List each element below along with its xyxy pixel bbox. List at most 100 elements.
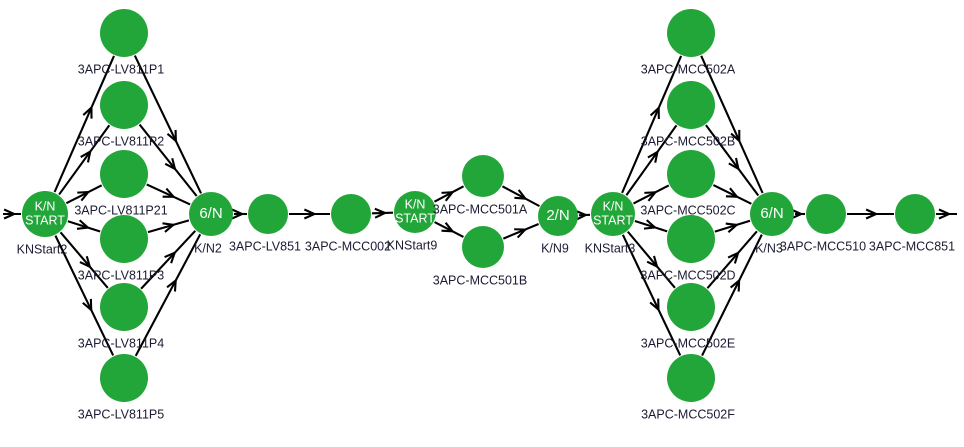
node-lv811p2[interactable]: 3APC-LV811P2 (78, 81, 164, 148)
arrow-head-icon (441, 190, 455, 202)
arrow-head-icon (77, 190, 91, 202)
arrow-head-icon (575, 209, 589, 221)
edge-mcc502c-to-kn3 (712, 184, 752, 205)
node-layer: K/NSTARTKNStart23APC-LV811P13APC-LV811P2… (17, 9, 955, 421)
arrow-head-icon (644, 191, 658, 202)
node-circle-lv811p1[interactable] (100, 9, 148, 57)
node-circle-mcc510[interactable] (806, 194, 846, 234)
edge-knstart2-to-lv811p21 (65, 184, 103, 205)
arrow-head-icon (162, 222, 176, 233)
node-circle-knstart3[interactable] (591, 192, 635, 236)
node-lv851[interactable]: 3APC-LV851 (229, 194, 301, 253)
arrow-head-icon (514, 189, 528, 200)
node-circle-kn2[interactable] (189, 192, 233, 236)
node-circle-lv811p21[interactable] (100, 150, 148, 198)
node-lv811p1[interactable]: 3APC-LV811P1 (78, 9, 164, 76)
node-mcc851[interactable]: 3APC-MCC851 (869, 194, 955, 253)
node-caption-lv811p2: 3APC-LV811P2 (78, 134, 164, 148)
node-caption-lv811p1: 3APC-LV811P1 (78, 62, 164, 76)
edge-mcc502e-to-kn3 (706, 230, 758, 289)
edge-knstart2-to-lv811p2 (58, 124, 111, 196)
edge-lv811p21-to-kn2 (146, 183, 191, 206)
edge-knstart9-to-mcc501a (433, 185, 465, 203)
node-inner-label-knstart9: K/N (405, 197, 426, 211)
node-circle-kn3[interactable] (750, 192, 794, 236)
node-circle-mcc502e[interactable] (667, 283, 715, 331)
arrow-head-icon (865, 208, 879, 220)
node-caption-lv811p4: 3APC-LV811P4 (78, 336, 164, 350)
node-caption-knstart3: KNStart3 (585, 241, 636, 255)
node-kn9[interactable]: 2/NK/N9 (538, 196, 578, 255)
edge-knstart2-to-lv811p4 (59, 231, 109, 289)
edge-kn2-to-lv851 (231, 208, 247, 220)
node-mcc501b[interactable]: 3APC-MCC501B (433, 226, 527, 287)
edge-knstart2-to-lv811p5 (54, 235, 115, 356)
node-mcc502c[interactable]: 3APC-MCC502C (640, 150, 736, 217)
node-inner-label-kn2: 6/N (199, 205, 222, 222)
node-mcc501a[interactable]: 3APC-MCC501A (433, 155, 528, 216)
edge-knstart2-to-lv811p3 (67, 219, 101, 233)
node-mcc502e[interactable]: 3APC-MCC502E (641, 283, 735, 350)
node-lv811p4[interactable]: 3APC-LV811P4 (78, 283, 164, 350)
node-mcc502b[interactable]: 3APC-MCC502B (641, 81, 735, 148)
node-inner-label-knstart9: START (395, 211, 435, 225)
arrow-head-icon (80, 149, 92, 163)
node-circle-mcc501b[interactable] (462, 226, 504, 268)
node-circle-kn9[interactable] (538, 196, 578, 236)
edge-knstart3-to-mcc502e (626, 230, 676, 289)
node-mcc502f[interactable]: 3APC-MCC502F (641, 354, 735, 421)
edge-knstart9-to-mcc501b (434, 221, 464, 238)
node-circle-knstart2[interactable] (22, 191, 68, 237)
arrow-head-icon (649, 105, 660, 120)
node-circle-mcc851[interactable] (895, 194, 935, 234)
node-circle-mcc502f[interactable] (667, 354, 715, 402)
arrow-head-icon (649, 298, 660, 312)
node-circle-mcc502a[interactable] (667, 9, 715, 57)
node-circle-mcc502b[interactable] (667, 81, 715, 129)
edge-lv851-to-mcc002 (289, 208, 330, 220)
edge-mcc502a-to-kn3 (700, 55, 764, 194)
edge-kn3-to-mcc510 (790, 208, 805, 220)
arrow-head-icon (646, 255, 659, 269)
node-lv811p21[interactable]: 3APC-LV811P21 (74, 150, 168, 217)
arrow-head-icon (725, 222, 740, 233)
edge-knstart3-to-mcc502f (621, 234, 682, 356)
node-circle-lv811p5[interactable] (100, 354, 148, 402)
arrow-head-icon (727, 250, 740, 264)
node-circle-mcc502d[interactable] (667, 215, 715, 263)
node-caption-mcc510: 3APC-MCC510 (780, 239, 866, 253)
node-caption-knstart2: KNStart2 (17, 242, 68, 256)
node-mcc502d[interactable]: 3APC-MCC502D (640, 215, 736, 282)
node-mcc510[interactable]: 3APC-MCC510 (780, 194, 866, 253)
node-circle-mcc002[interactable] (331, 194, 371, 234)
node-caption-mcc502f: 3APC-MCC502F (641, 407, 735, 421)
node-lv811p5[interactable]: 3APC-LV811P5 (78, 354, 164, 421)
node-kn2[interactable]: 6/NK/N2 (189, 192, 233, 255)
node-circle-mcc502c[interactable] (667, 150, 715, 198)
arrow-head-icon (729, 278, 741, 292)
node-lv811p3[interactable]: 3APC-LV811P3 (78, 215, 164, 282)
node-circle-knstart9[interactable] (394, 191, 436, 233)
arrow-head-icon (303, 208, 317, 220)
node-kn3[interactable]: 6/NK/N3 (750, 192, 794, 255)
edge-mcc510-to-mcc851 (847, 208, 894, 220)
arrow-head-icon (730, 129, 741, 144)
node-mcc002[interactable]: 3APC-MCC002 (305, 194, 391, 253)
node-mcc502a[interactable]: 3APC-MCC502A (641, 9, 736, 76)
arrow-head-icon (938, 208, 952, 220)
node-circle-lv811p3[interactable] (100, 215, 148, 263)
arrow-head-icon (643, 219, 658, 230)
node-circle-lv811p4[interactable] (100, 283, 148, 331)
node-caption-lv811p3: 3APC-LV811P3 (78, 268, 164, 282)
node-caption-mcc502a: 3APC-MCC502A (641, 62, 736, 76)
node-circle-lv811p2[interactable] (100, 81, 148, 129)
node-circle-mcc501a[interactable] (462, 155, 504, 197)
edge-entry-to-knstart2 (3, 208, 21, 220)
node-inner-label-knstart3: K/N (603, 199, 624, 213)
arrow-head-icon (374, 207, 388, 219)
node-circle-lv851[interactable] (248, 194, 288, 234)
